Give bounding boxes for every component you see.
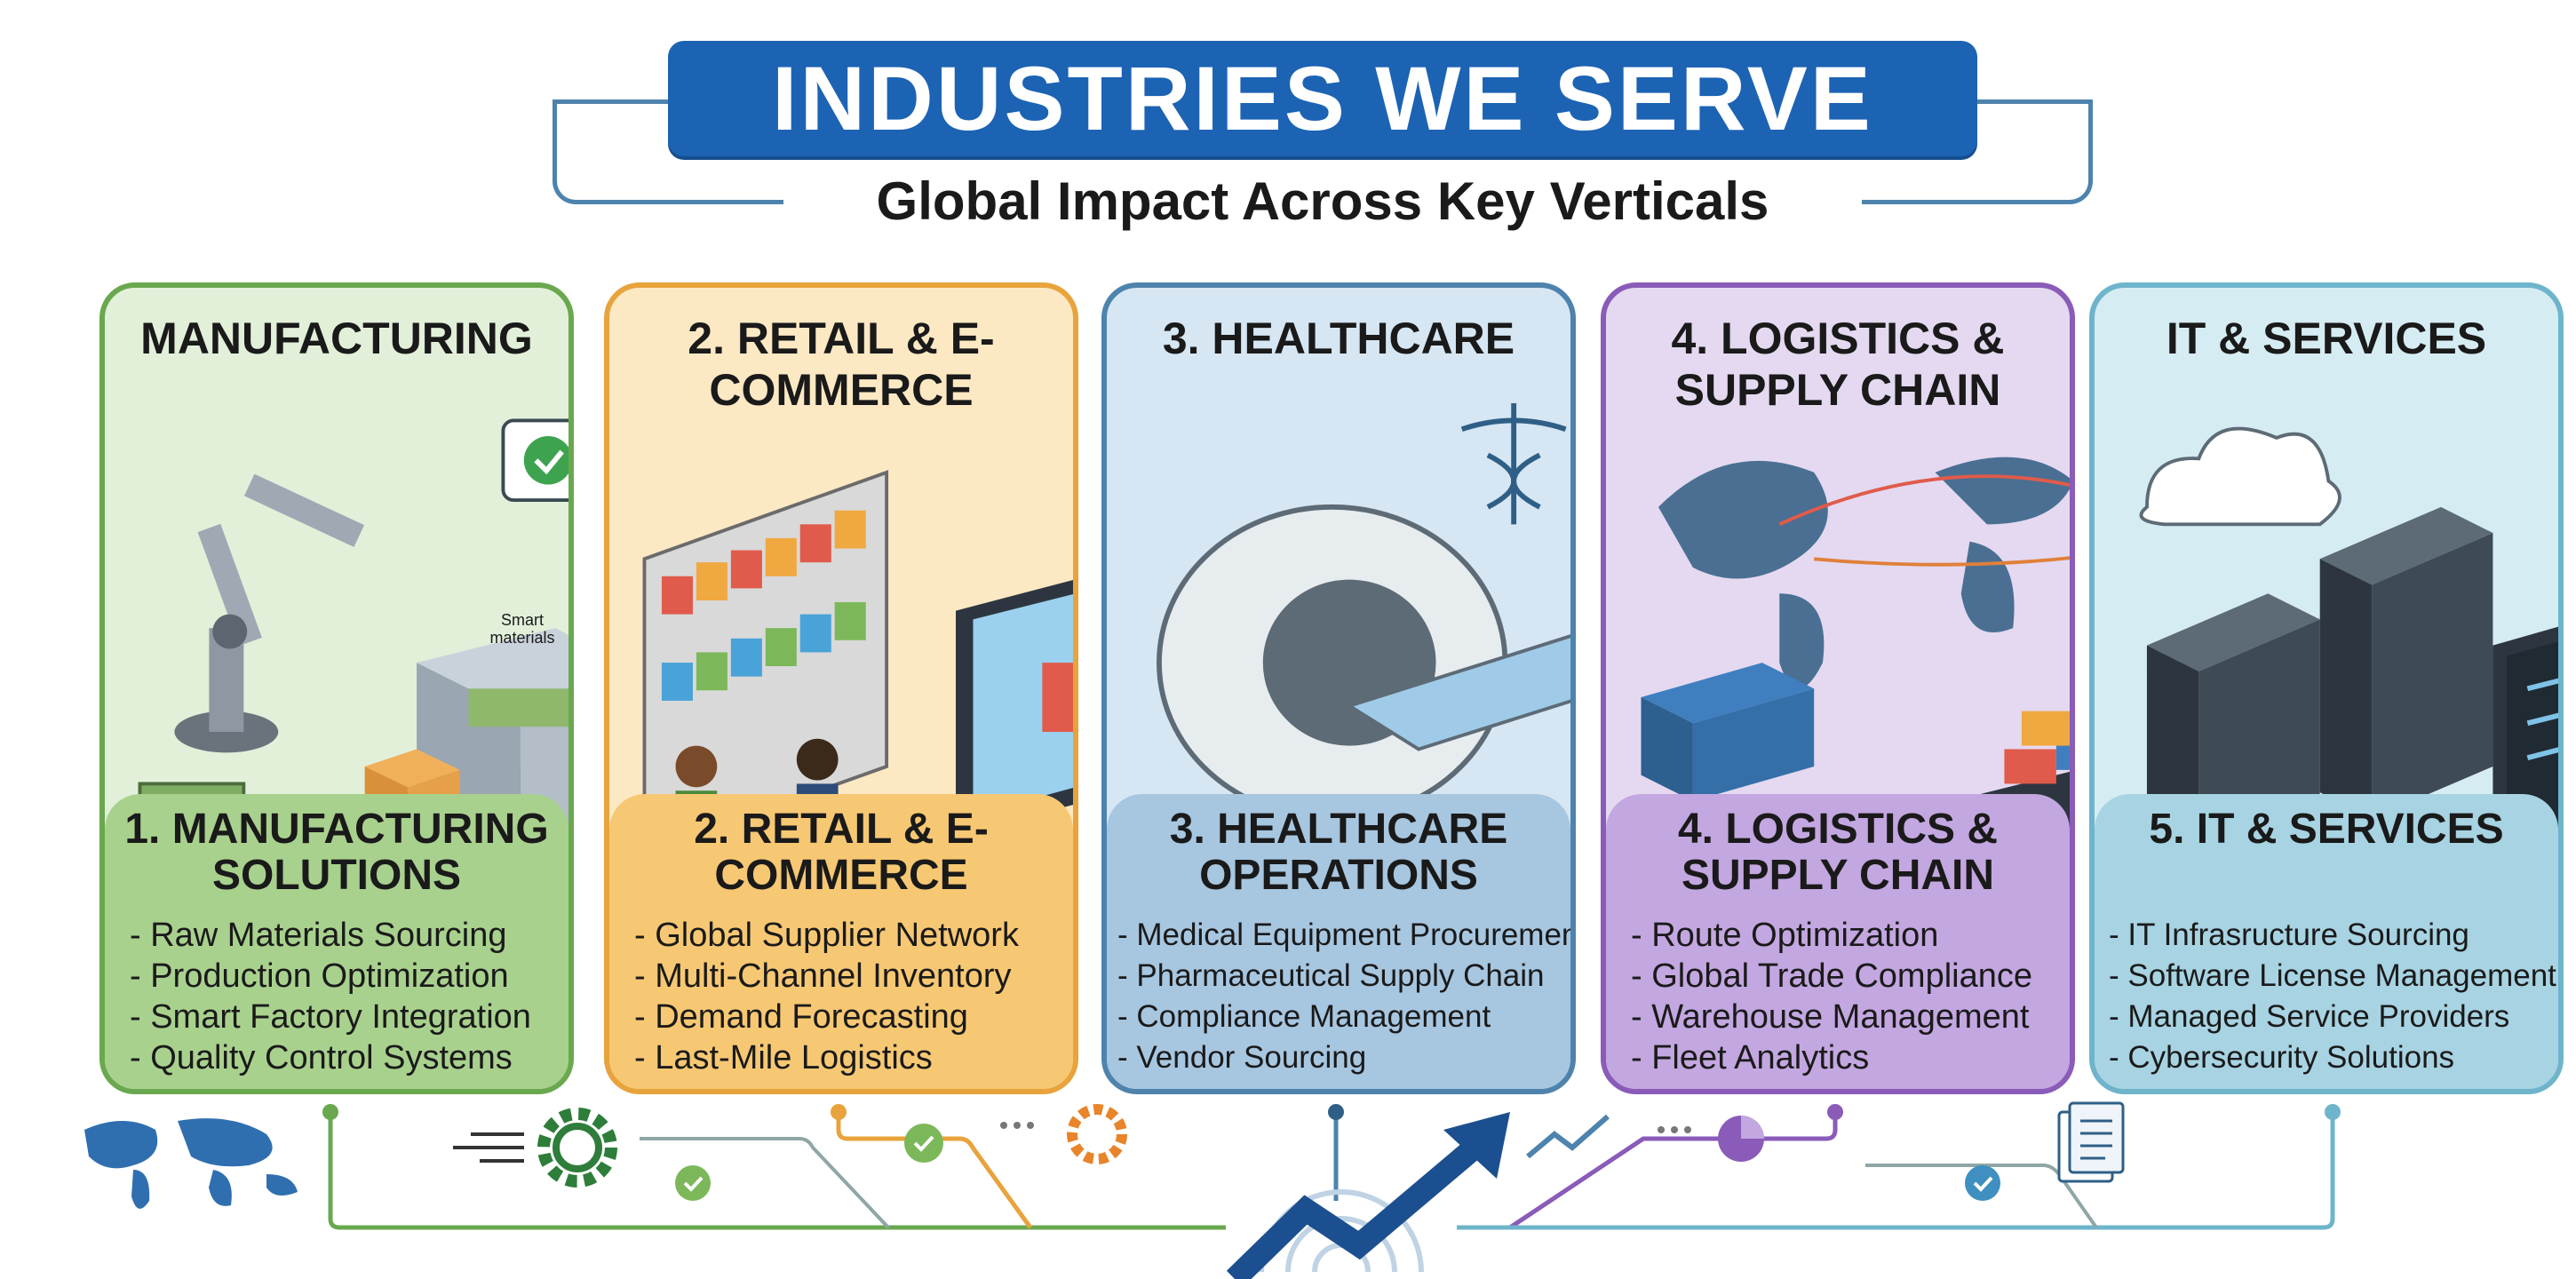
list-item: - Warehouse Management: [1631, 998, 2030, 1036]
shipping-container-icon: [1641, 663, 1815, 801]
card-bottom-panel: 3. HEALTHCARE OPERATIONS - Medical Equip…: [1107, 794, 1570, 1089]
card-bottom-title: 1. MANUFACTURING SOLUTIONS: [124, 806, 549, 899]
card-bottom-title: 5. IT & SERVICES: [2149, 806, 2504, 853]
list-item: - Software License Management: [2109, 958, 2556, 993]
list-item: - Fleet Analytics: [1631, 1039, 1870, 1076]
title-banner: INDUSTRIES WE SERVE: [668, 41, 1977, 156]
check-circle-icon: [1965, 1165, 2000, 1201]
list-item: - Medical Equipment Procurement: [1117, 918, 1576, 952]
pie-chart-icon: [1718, 1116, 1764, 1162]
page-subtitle: Global Impact Across Key Verticals: [876, 171, 1769, 231]
list-item: - Pharmaceutical Supply Chain: [1117, 958, 1545, 993]
trend-up-arrow-icon: [1226, 1112, 1510, 1279]
card-top-title: MANUFACTURING: [140, 314, 533, 363]
card-manufacturing: MANUFACTURING: [99, 282, 574, 1094]
cloud-icon: [2139, 426, 2341, 527]
list-item: - Raw Materials Sourcing: [130, 917, 507, 954]
list-item: - Vendor Sourcing: [1117, 1040, 1367, 1075]
header-frame-edge-right: [1977, 99, 2093, 104]
service-list: - Global Supplier Network - Multi-Channe…: [634, 915, 1064, 1078]
list-item: - Quality Control Systems: [130, 1039, 513, 1076]
list-item: - Compliance Management: [1117, 999, 1491, 1034]
card-bottom-panel: 4. LOGISTICS & SUPPLY CHAIN - Route Opti…: [1606, 794, 2070, 1089]
card-logistics: 4. LOGISTICS & SUPPLY CHAIN: [1601, 282, 2075, 1094]
card-top-title: 4. LOGISTICS & SUPPLY CHAIN: [1671, 314, 2005, 415]
card-bottom-title: 2. RETAIL & E-COMMERCE: [694, 806, 989, 899]
list-item: - Smart Factory Integration: [130, 998, 531, 1036]
service-list: - IT Infrasructure Sourcing - Software L…: [2109, 915, 2556, 1078]
document-icon: [2057, 1101, 2125, 1183]
list-item: - Cybersecurity Solutions: [2109, 1040, 2455, 1075]
header-frame-edge-left: [553, 99, 668, 104]
mri-scanner-icon: [1157, 504, 1570, 822]
card-retail: 2. RETAIL & E-COMMERCE: [604, 282, 1078, 1094]
subtitle-container: Global Impact Across Key Verticals: [783, 165, 1862, 236]
list-item: - Global Supplier Network: [634, 917, 1019, 954]
world-map-icon: [84, 1118, 298, 1209]
world-map-icon: [1658, 457, 2070, 689]
list-item: - IT Infrasructure Sourcing: [2109, 918, 2469, 952]
list-item: - Multi-Channel Inventory: [634, 957, 1012, 995]
list-item: - Last-Mile Logistics: [634, 1039, 933, 1076]
list-item: - Demand Forecasting: [634, 998, 968, 1036]
card-it-services: IT & SERVICES: [2089, 282, 2564, 1094]
gear-icon: [1067, 1104, 1127, 1164]
list-item: - Route Optimization: [1631, 917, 1939, 954]
gear-icon: [537, 1108, 617, 1188]
card-bottom-panel: 2. RETAIL & E-COMMERCE - Global Supplier…: [609, 794, 1073, 1089]
card-bottom-panel: 1. MANUFACTURING SOLUTIONS - Raw Materia…: [105, 794, 568, 1089]
check-circle-icon: [904, 1124, 943, 1163]
service-list: - Raw Materials Sourcing - Production Op…: [130, 915, 560, 1078]
list-item: - Global Trade Compliance: [1631, 957, 2032, 995]
check-circle-icon: [675, 1165, 711, 1201]
card-top-title: 3. HEALTHCARE: [1162, 314, 1515, 363]
healthcare-illustration: [1157, 403, 1570, 943]
robot-arm-icon: [174, 473, 365, 753]
list-item: - Production Optimization: [130, 957, 509, 995]
circuit-decoration: [84, 1101, 2341, 1279]
card-top-title: IT & SERVICES: [2166, 314, 2487, 363]
card-bottom-panel: 5. IT & SERVICES - IT Infrasructure Sour…: [2095, 794, 2558, 1089]
caduceus-icon: [1460, 403, 1567, 525]
card-bottom-title: 4. LOGISTICS & SUPPLY CHAIN: [1677, 806, 1999, 899]
card-top-title: 2. RETAIL & E-COMMERCE: [688, 314, 995, 415]
card-bottom-title: 3. HEALTHCARE OPERATIONS: [1169, 806, 1508, 899]
trend-line-icon: [1526, 1114, 1610, 1159]
page-title: INDUSTRIES WE SERVE: [772, 47, 1873, 149]
service-list: - Route Optimization - Global Trade Comp…: [1631, 915, 2061, 1078]
smart-materials-label: Smart materials: [489, 611, 555, 647]
card-healthcare: 3. HEALTHCARE 3. HE: [1101, 282, 1576, 1094]
service-list: - Medical Equipment Procurement - Pharma…: [1117, 915, 1576, 1078]
list-item: - Managed Service Providers: [2109, 999, 2510, 1034]
monitor-icon: [956, 579, 1073, 836]
